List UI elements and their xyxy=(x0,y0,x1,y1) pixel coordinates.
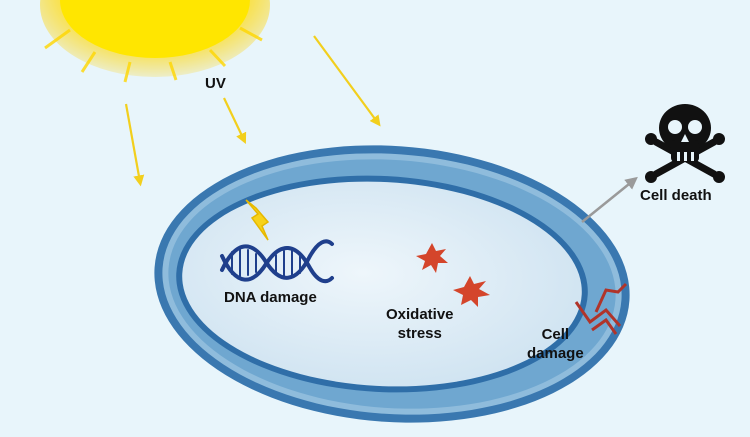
oxidative-stress-label-line1: Oxidative xyxy=(386,306,454,323)
cell xyxy=(154,145,630,423)
oxidative-stress-label-line2: stress xyxy=(397,325,442,342)
uv-ray-arrow-1 xyxy=(124,103,145,187)
dna-helix-icon xyxy=(220,239,334,284)
zigzag-crack-icon xyxy=(574,282,628,335)
cell-damage-label: Cell damage xyxy=(527,325,584,363)
cell-damage-label-line1: Cell xyxy=(541,326,570,343)
sun-icon xyxy=(40,0,270,83)
dna-damage-label: DNA damage xyxy=(224,289,317,306)
skull-crossbones-icon xyxy=(645,104,725,183)
star-burst-icon-1 xyxy=(416,243,448,273)
cell-death-label: Cell death xyxy=(640,187,712,204)
uv-rays xyxy=(124,35,381,187)
progression-arrow-icon xyxy=(581,176,638,223)
cell-damage-label-line2: damage xyxy=(527,345,584,362)
uv-ray-arrow-3 xyxy=(313,35,381,127)
uv-label: UV xyxy=(205,75,226,92)
lightning-bolt-icon xyxy=(245,199,270,241)
uv-ray-arrow-2 xyxy=(223,97,247,144)
star-burst-icon-2 xyxy=(453,276,490,307)
oxidative-stress-label: Oxidative stress xyxy=(386,305,454,343)
